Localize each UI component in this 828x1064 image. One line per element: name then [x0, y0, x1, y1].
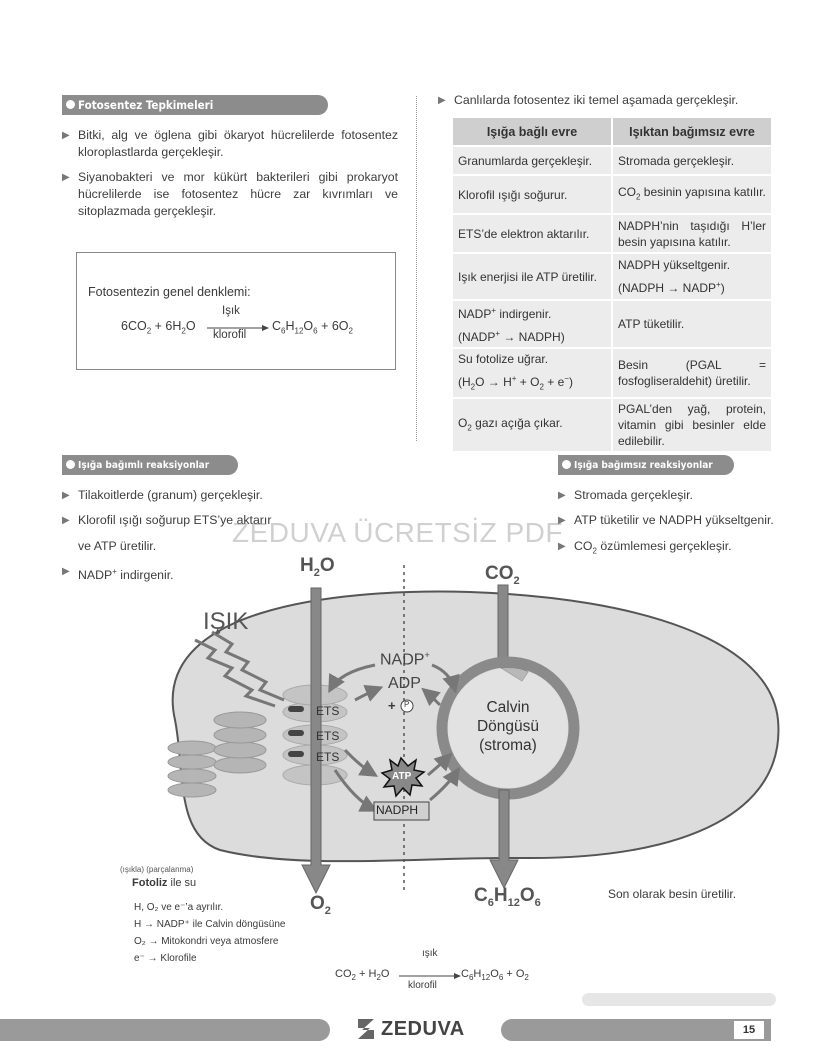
table-cell: NADP+ indirgenir.(NADP+ → NADPH) [453, 301, 611, 347]
column-divider [416, 96, 417, 441]
table-cell: Stromada gerçekleşir. [613, 147, 771, 174]
table-row: Işık enerjisi ile ATP üretilir. NADPH yü… [453, 254, 771, 299]
plus-sign: + [388, 698, 396, 713]
table-row: Su fotolize uğrar.(H2O → H+ + O2 + e−) B… [453, 349, 771, 398]
table-cell: Klorofil ışığı soğurur. [453, 176, 611, 213]
table-row: NADP+ indirgenir.(NADP+ → NADPH) ATP tük… [453, 301, 771, 347]
intro-text: ▶ Canlılarda fotosentez iki temel aşamad… [438, 93, 739, 107]
photolysis-title: Fotoliz ile su [132, 877, 197, 889]
table-row: ETS’de elektron aktarılır. NADPH’nin taş… [453, 215, 771, 252]
triangle-bullet-icon: ▶ [62, 130, 70, 141]
atp-label: ATP [392, 771, 412, 782]
table-cell: CO2 besinin yapısına katılır. [613, 176, 771, 213]
table-row: O2 gazı açığa çıkar. PGAL’den yağ, prote… [453, 399, 771, 452]
comparison-table: Işığa bağlı evre Işıktan bağımsız evre G… [451, 116, 773, 453]
table-cell: Besin (PGAL = fosfogliseraldehit) üretil… [613, 349, 771, 398]
page-number: 15 [734, 1021, 764, 1039]
photolysis-line: O₂ → Mitokondri veya atmosfere [134, 936, 279, 947]
bullet-dot-icon [66, 460, 75, 469]
table-cell: ETS’de elektron aktarılır. [453, 215, 611, 252]
table-cell: O2 gazı açığa çıkar. [453, 399, 611, 452]
bullet-item: ▶Klorofil ışığı soğurup ETS’ye aktarır [62, 513, 272, 527]
section-header-dark: Işığa bağımsız reaksiyonlar [558, 455, 734, 475]
triangle-bullet-icon: ▶ [438, 95, 446, 106]
bullet-dot-icon [66, 100, 75, 109]
bullet-item: ▶Stromada gerçekleşir. [558, 488, 693, 502]
phosphate-circle [400, 699, 414, 713]
table-row: Klorofil ışığı soğurur. CO2 besinin yapı… [453, 176, 771, 213]
photolysis-line: H, O₂ ve e⁻’a ayrılır. [134, 902, 224, 913]
bullet-item: ▶NADP+ indirgenir. [62, 563, 174, 584]
triangle-bullet-icon: ▶ [558, 541, 566, 552]
photolysis-line: H → NADP⁺ ile Calvin döngüsüne [134, 919, 286, 930]
bullet-dot-icon [562, 460, 571, 469]
table-header: Işığa bağlı evre [453, 118, 611, 145]
chloroplast-diagram [167, 565, 780, 895]
o2-output-label: O2 [310, 893, 331, 917]
nadph-box [373, 801, 430, 821]
triangle-bullet-icon: ▶ [62, 515, 70, 526]
ets-label: ETS [316, 729, 340, 743]
table-cell: PGAL’den yağ, protein, vitamin gibi besi… [613, 399, 771, 452]
equation-title: Fotosentezin genel denklemi: [88, 285, 251, 299]
nadp-label: NADP+ [380, 650, 430, 669]
table-row: Granumlarda gerçekleşir. Stromada gerçek… [453, 147, 771, 174]
table-cell: NADPH yükseltgenir.(NADPH → NADP+) [613, 254, 771, 299]
water-arrow [301, 587, 331, 895]
triangle-bullet-icon: ▶ [62, 172, 70, 183]
photolysis-sublabels: (ışıkla) (parçalanma) [120, 865, 194, 874]
table-cell: Su fotolize uğrar.(H2O → H+ + O2 + e−) [453, 349, 611, 398]
section-header-light: Işığa bağımlı reaksiyonlar [62, 455, 238, 475]
light-label: IŞIK [203, 608, 249, 635]
grana-stack-icon [167, 711, 267, 798]
bullet-item: ▶ Siyanobakteri ve mor kükürt bakteriler… [62, 170, 398, 218]
ets-label: ETS [316, 750, 340, 764]
equation-box: Fotosentezin genel denklemi: 6CO2 + 6H2O… [76, 252, 396, 370]
zeduva-logo-icon [356, 1017, 376, 1041]
table-cell: Granumlarda gerçekleşir. [453, 147, 611, 174]
nadph-label: NADPH [376, 803, 419, 817]
glucose-output-label: C6H12O6 [474, 885, 541, 909]
triangle-bullet-icon: ▶ [558, 515, 566, 526]
glucose-arrow [489, 789, 519, 890]
phosphate-label: P [404, 700, 410, 709]
watermark: ZEDUVA ÜCRETSİZ PDF [232, 517, 564, 548]
table-cell: NADPH’nin taşıdığı H’ler besin yapısına … [613, 215, 771, 252]
light-bolt-icon [194, 630, 285, 708]
final-note: Son olarak besin üretilir. [608, 887, 737, 901]
bottom-equation: CO2 + H2O ışık klorofil C6H12O6 + O2 [335, 948, 529, 991]
bullet-item: ▶ATP tüketilir ve NADPH yükseltgenir. [558, 513, 774, 527]
photolysis-line: e⁻ → Klorofile [134, 953, 197, 964]
water-label: H2O [300, 555, 335, 579]
triangle-bullet-icon: ▶ [558, 490, 566, 501]
footer-bar-left [0, 1019, 330, 1041]
section-header-fotosentez: Fotosentez Tepkimeleri [62, 95, 328, 115]
table-cell: Işık enerjisi ile ATP üretilir. [453, 254, 611, 299]
adp-label: ADP [388, 675, 421, 692]
decorative-bar [582, 993, 776, 1006]
bullet-item: ▶ Bitki, alg ve öglena gibi ökaryot hücr… [62, 128, 398, 159]
table-cell: ATP tüketilir. [613, 301, 771, 347]
co2-label: CO2 [485, 563, 520, 587]
footer-bar-right [501, 1019, 771, 1041]
bullet-item: ▶CO2 özümlemesi gerçekleşir. [558, 539, 732, 556]
triangle-bullet-icon: ▶ [62, 490, 70, 501]
bullet-item-cont: ve ATP üretilir. [78, 539, 157, 553]
table-header: Işıktan bağımsız evre [613, 118, 771, 145]
bullet-item: ▶Tilakoitlerde (granum) gerçekleşir. [62, 488, 263, 502]
section-header-text: Fotosentez Tepkimeleri [78, 98, 214, 112]
atp-star-icon [380, 756, 426, 798]
table-header-row: Işığa bağlı evre Işıktan bağımsız evre [453, 118, 771, 145]
footer-brand: ZEDUVA [381, 1018, 465, 1040]
ets-label: ETS [316, 704, 340, 718]
triangle-bullet-icon: ▶ [62, 566, 70, 577]
